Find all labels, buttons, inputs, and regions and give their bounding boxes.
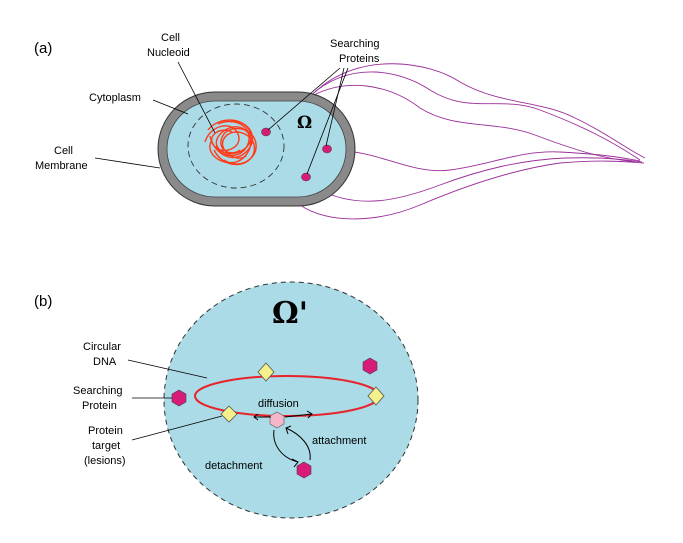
label-diffusion: diffusion [258, 398, 299, 410]
leader-lines-b [127, 359, 223, 441]
label-cell-membrane-1: Cell [54, 145, 73, 157]
flagellum-5 [319, 157, 643, 202]
leader-membrane [94, 157, 161, 169]
leader-target [131, 415, 223, 441]
label-circular-dna-1: Circular [83, 341, 121, 353]
attachment-arrow [285, 427, 311, 461]
omega-prime-symbol: Ω' [272, 296, 308, 331]
label-protein-target-3: (lesions) [84, 455, 126, 467]
flagellum-1 [309, 71, 641, 161]
leader-cytoplasm [152, 99, 189, 115]
nucleoid-dna [204, 119, 257, 166]
flagellum-3 [314, 63, 646, 159]
label-searching-proteins-1: Searching [330, 38, 380, 50]
label-circular-dna-2: DNA [93, 356, 117, 368]
leader-nucleoid [177, 61, 216, 134]
label-cytoplasm: Cytoplasm [89, 92, 141, 104]
exchange-arrows [273, 425, 311, 468]
protein-target [220, 405, 238, 423]
domain-omega-prime [163, 281, 419, 519]
bound-protein [269, 411, 285, 429]
label-attachment: attachment [312, 435, 366, 447]
panel-b: (b) Ω' [34, 281, 419, 519]
label-searching-protein-2: Protein [82, 400, 117, 412]
panel-a-tag: (a) [34, 40, 52, 57]
panel-a: (a) Ω [34, 32, 646, 220]
searching-protein [171, 389, 187, 407]
label-searching-protein-1: Searching [73, 385, 123, 397]
searching-protein [322, 144, 332, 154]
leader-searching-1 [267, 67, 341, 131]
label-cell-nucleoid-1: Cell [161, 32, 180, 44]
nucleoid-region [187, 103, 285, 189]
label-cell-nucleoid-2: Nucleoid [147, 47, 190, 59]
leader-dna [127, 359, 208, 379]
leader-lines-a [94, 61, 349, 175]
protein-target [257, 362, 275, 382]
protein-target [367, 386, 385, 406]
leader-searching-2 [325, 67, 345, 147]
label-searching-proteins-2: Proteins [339, 53, 380, 65]
label-detachment: detachment [205, 460, 262, 472]
omega-symbol: Ω [297, 113, 312, 133]
flagellum-6 [299, 160, 645, 220]
label-cell-membrane-2: Membrane [35, 160, 88, 172]
label-protein-target-1: Protein [88, 425, 123, 437]
panel-b-tag: (b) [34, 293, 52, 310]
flagellum-2 [304, 84, 636, 163]
label-protein-target-2: target [92, 440, 120, 452]
flagella [299, 63, 646, 220]
diffusion-arrows [253, 410, 313, 421]
searching-protein [301, 172, 311, 182]
leader-searching-3 [306, 67, 349, 175]
searching-protein [296, 461, 312, 479]
flagellum-4 [329, 149, 641, 172]
detachment-arrow [273, 429, 299, 463]
searching-protein [362, 357, 378, 375]
